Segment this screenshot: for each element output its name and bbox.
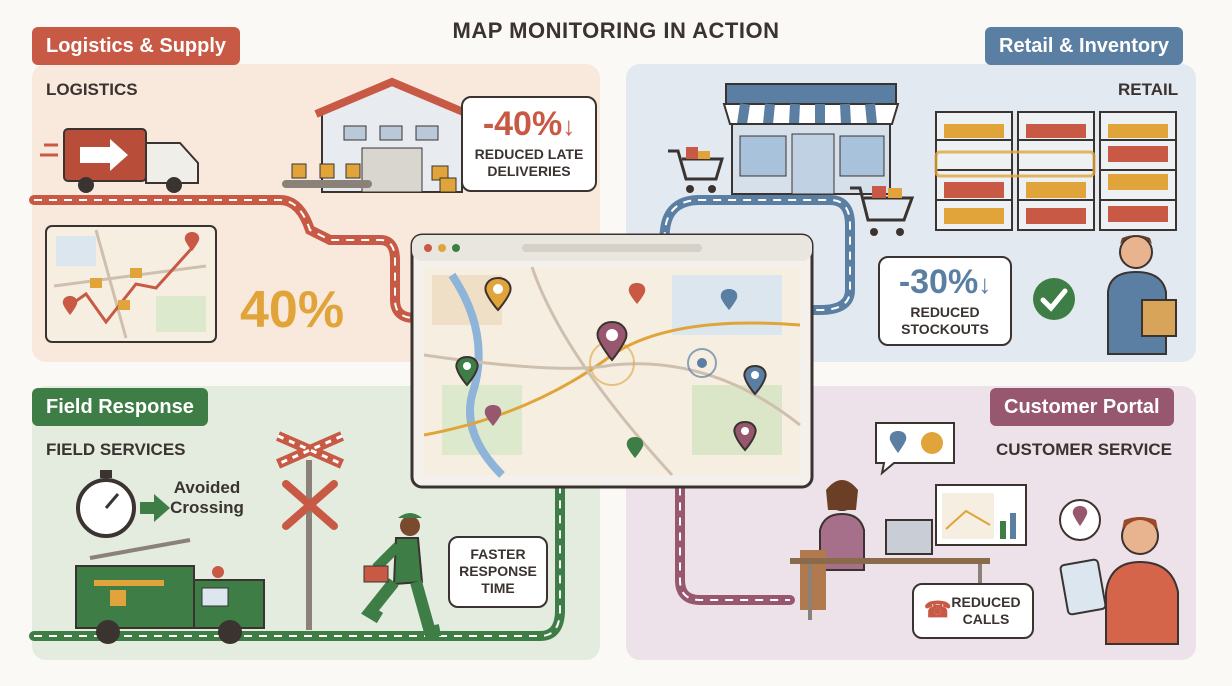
map-pin-icon[interactable] [596,320,630,366]
callout-text: REDUCED [951,594,1021,610]
dashboard-screen [935,484,1027,546]
shopping-cart-icon [668,147,725,193]
callout-text: FASTER [470,546,526,562]
map-pin-icon[interactable] [455,355,481,389]
inventory-shelves [934,111,1177,231]
logistics-callout: -40%↓ REDUCED LATE DELIVERIES [461,96,597,192]
tab-customer-portal[interactable]: Customer Portal [990,388,1174,426]
phone-icon: ☎ [924,597,952,622]
field-callout: FASTER RESPONSE TIME [448,536,548,608]
map-pin-icon[interactable] [484,404,504,430]
customer-with-tablet [1059,499,1179,645]
map-pin-icon[interactable] [626,436,646,462]
down-arrow-icon: ↓ [562,111,576,141]
map-pin-icon[interactable] [484,276,514,316]
logistics-heading: LOGISTICS [46,80,138,99]
chat-bubble-icon [875,422,955,476]
map-pin-icon[interactable] [733,420,759,454]
stopwatch-icon [76,470,170,538]
callout-text: REDUCED [910,304,980,320]
checkmark-icon [1033,278,1075,320]
callout-text: CALLS [962,611,1010,627]
tab-logistics-supply[interactable]: Logistics & Supply [32,27,241,65]
delivery-truck-icon [40,128,199,193]
storefront-icon [722,83,900,195]
avoided-text: Avoided [173,478,241,497]
map-pin-icon[interactable] [743,364,769,398]
shopping-cart-icon [850,186,915,236]
support-agent-desk [790,480,990,620]
down-arrow-icon: ↓ [978,269,992,299]
map-pin-icon[interactable] [720,288,740,314]
callout-text: STOCKOUTS [901,321,989,337]
customer-callout: ☎ REDUCED CALLS [912,583,1034,639]
crossing-text: Crossing [170,498,244,517]
fire-truck-icon [75,538,265,644]
shopper-person [1107,235,1177,355]
logistics-stat: 40% [240,281,345,339]
callout-text: DELIVERIES [487,163,571,179]
late-deliveries-value: -40% [482,105,563,143]
map-pin-icon[interactable] [628,282,648,308]
field-heading: FIELD SERVICES [46,440,186,459]
tab-retail-inventory[interactable]: Retail & Inventory [985,27,1184,65]
avoided-crossing-label: Avoided Crossing [170,478,244,518]
retail-heading: RETAIL [1118,80,1179,99]
warehouse-icon [282,77,470,193]
page-title: MAP MONITORING IN ACTION [452,18,780,43]
firefighter-running [361,513,442,639]
tab-field-response[interactable]: Field Response [32,388,208,426]
route-map-card [45,225,217,343]
stockouts-value: -30% [898,263,979,301]
callout-text: TIME [481,580,515,596]
railroad-crossing-sign [275,431,345,630]
callout-text: REDUCED LATE [474,146,584,162]
retail-callout: -30%↓ REDUCED STOCKOUTS [878,256,1012,346]
customer-heading: CUSTOMER SERVICE [996,440,1173,459]
callout-text: RESPONSE [459,563,537,579]
